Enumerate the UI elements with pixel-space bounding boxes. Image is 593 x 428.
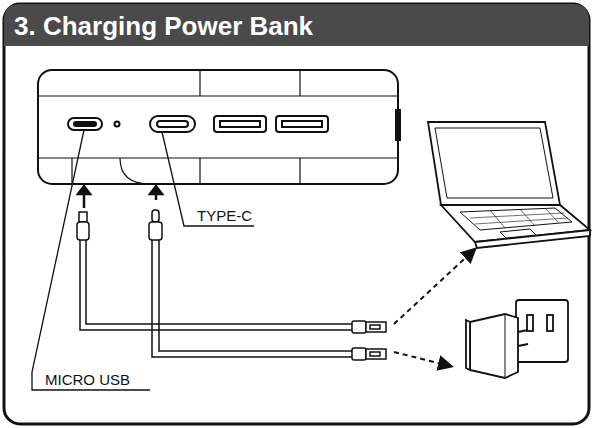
port-label: MICRO USB — [44, 371, 131, 388]
port-label: TYPE-C — [196, 207, 253, 224]
heading: 3. Charging Power Bank — [14, 11, 313, 41]
